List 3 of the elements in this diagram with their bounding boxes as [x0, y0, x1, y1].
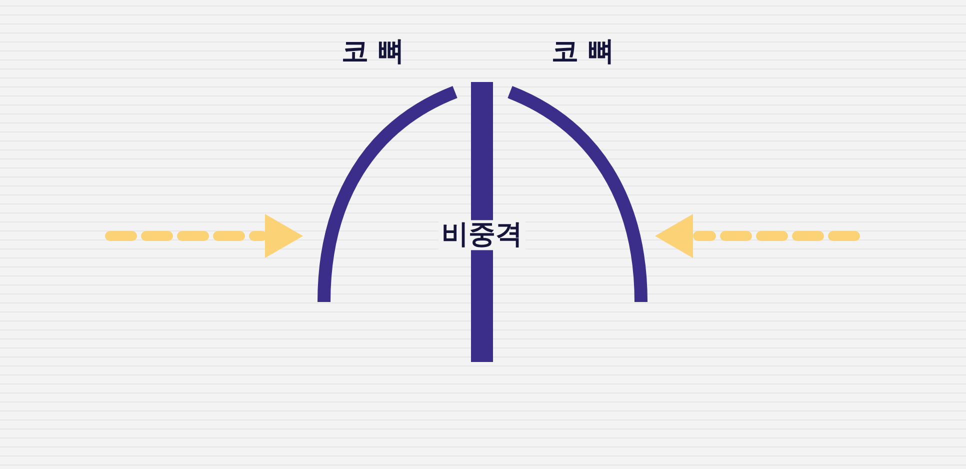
nasal-bone-label: 코 뼈 [551, 37, 615, 67]
nasal-bone-label: 코 뼈 [341, 37, 405, 67]
septum-label: 비중격 [438, 220, 526, 250]
